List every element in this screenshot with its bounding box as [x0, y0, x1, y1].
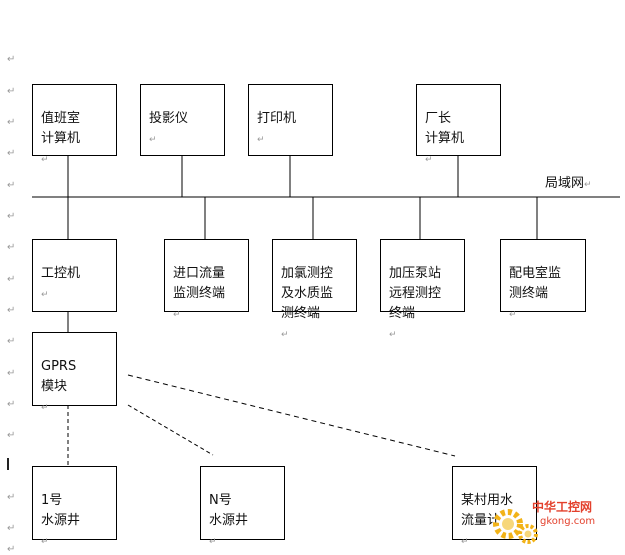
- gkong-watermark: 中华工控网 gkong.com: [488, 492, 618, 550]
- wireless-link-flowmeter: [127, 374, 456, 457]
- director-computer-label: 厂长 计算机: [425, 111, 465, 146]
- paragraph-mark-icon: ↵: [7, 336, 16, 347]
- watermark-url-text: gkong.com: [540, 516, 596, 527]
- paragraph-mark-icon: ↵: [389, 330, 397, 340]
- duty-room-computer-box: 值班室 计算机 ↵: [32, 84, 117, 165]
- paragraph-mark-icon: ↵: [41, 537, 49, 547]
- director-computer-box: 厂长 计算机 ↵: [416, 84, 501, 165]
- lan-label: 局域网↵: [545, 176, 592, 191]
- paragraph-mark-icon: ↵: [7, 399, 16, 410]
- paragraph-mark-icon: ↵: [7, 430, 16, 441]
- paragraph-mark-icon: ↵: [7, 54, 16, 65]
- watermark-chinese-text: 中华工控网: [532, 500, 593, 514]
- booster-station-terminal-label: 加压泵站 远程测控 终端: [389, 266, 442, 321]
- paragraph-mark-icon: ↵: [41, 155, 49, 165]
- power-room-terminal-label: 配电室监 测终端: [509, 266, 562, 301]
- chlorination-terminal-label: 加氯测控 及水质监 测终端: [281, 266, 334, 321]
- projector-label: 投影仪: [149, 111, 189, 126]
- paragraph-mark-icon: ↵: [7, 148, 16, 159]
- inlet-flow-terminal-label: 进口流量 监测终端: [173, 266, 226, 301]
- gear-logo-icon: [493, 509, 538, 544]
- paragraph-mark-icon: ↵: [7, 544, 16, 555]
- industrial-pc-label: 工控机: [41, 266, 81, 281]
- paragraph-mark-icon: ↵: [41, 403, 49, 413]
- duty-room-computer-label: 值班室 计算机: [41, 111, 81, 146]
- well-1-box: 1号 水源井 ↵: [32, 466, 117, 547]
- text-cursor: [7, 458, 9, 470]
- paragraph-mark-icon: ↵: [7, 242, 16, 253]
- gprs-module-box: GPRS 模块 ↵: [32, 332, 117, 413]
- paragraph-mark-icon: ↵: [281, 330, 289, 340]
- wireless-link-well-n: [127, 404, 214, 456]
- chlorination-terminal-box: 加氯测控 及水质监 测终端 ↵: [272, 239, 357, 340]
- paragraph-mark-icon: ↵: [41, 290, 49, 300]
- paragraph-mark-icon: ↵: [7, 305, 16, 316]
- paragraph-mark-icon: ↵: [7, 180, 16, 191]
- inlet-flow-terminal-box: 进口流量 监测终端 ↵: [164, 239, 249, 320]
- gprs-module-label: GPRS 模块: [41, 359, 77, 394]
- paragraph-mark-icon: ↵: [149, 135, 157, 145]
- well-n-label: N号 水源井: [209, 493, 249, 528]
- paragraph-mark-icon: ↵: [509, 310, 517, 320]
- paragraph-mark-icon: ↵: [425, 155, 433, 165]
- village-flowmeter-label: 某村用水 流量计: [461, 493, 514, 528]
- paragraph-mark-icon: ↵: [209, 537, 217, 547]
- printer-label: 打印机: [257, 111, 297, 126]
- village-flowmeter-box: 某村用水 流量计 ↵: [452, 466, 537, 547]
- well-n-box: N号 水源井 ↵: [200, 466, 285, 547]
- power-room-terminal-box: 配电室监 测终端 ↵: [500, 239, 586, 320]
- paragraph-mark-icon: ↵: [7, 117, 16, 128]
- paragraph-mark-icon: ↵: [7, 211, 16, 222]
- paragraph-mark-icon: ↵: [7, 492, 16, 503]
- paragraph-mark-icon: ↵: [173, 310, 181, 320]
- paragraph-mark-icon: ↵: [7, 274, 16, 285]
- paragraph-mark-icon: ↵: [257, 135, 265, 145]
- paragraph-mark-icon: ↵: [7, 86, 16, 97]
- booster-station-terminal-box: 加压泵站 远程测控 终端 ↵: [380, 239, 465, 340]
- projector-box: 投影仪 ↵: [140, 84, 225, 156]
- paragraph-mark-icon: ↵: [461, 537, 469, 547]
- industrial-pc-box: 工控机 ↵: [32, 239, 117, 312]
- paragraph-mark-icon: ↵: [7, 523, 16, 534]
- lan-label-text: 局域网: [545, 176, 585, 191]
- paragraph-mark-icon: ↵: [7, 368, 16, 379]
- printer-box: 打印机 ↵: [248, 84, 333, 156]
- well-1-label: 1号 水源井: [41, 493, 81, 528]
